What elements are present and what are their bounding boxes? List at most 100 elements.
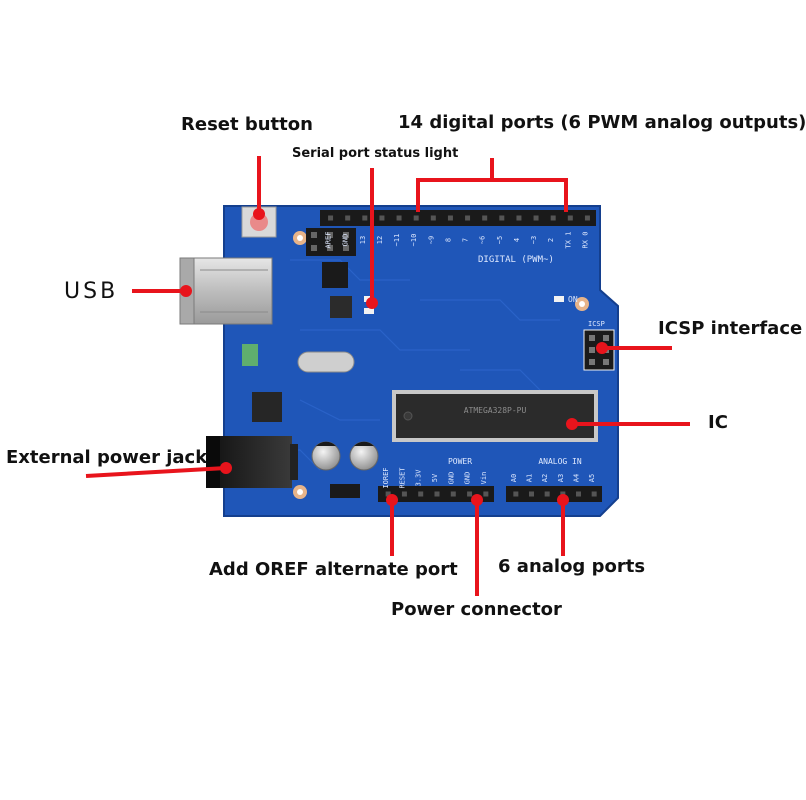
pin-label: 7 (462, 238, 470, 242)
header-pin (513, 491, 519, 497)
power-pin-labels: IOREF RESET 3.3V 5V GND GND Vin (382, 467, 488, 489)
pin-label: 3.3V (415, 469, 423, 487)
label-power-jack: External power jack (6, 447, 208, 468)
pin-label: 2 (547, 238, 555, 242)
pin-label: A1 (526, 474, 534, 482)
label-power-connector: Power connector (391, 599, 562, 620)
pin-label: 12 (376, 236, 384, 244)
header-pin (447, 215, 453, 221)
pcb-traces (250, 259, 560, 471)
header-pin (544, 491, 550, 497)
diode-component (330, 484, 360, 498)
usb-interface-chip (330, 296, 352, 318)
mounting-holes (293, 231, 589, 499)
header-pin (591, 491, 597, 497)
pin-label: GND (342, 234, 350, 247)
usb-icsp-header (306, 228, 356, 288)
pin-label: GND (464, 472, 472, 485)
usb-connector (179, 257, 273, 325)
header-pin (430, 215, 436, 221)
pin-label: RX 0 (581, 232, 589, 249)
pin-label: Vin (480, 472, 488, 485)
fuse-component (242, 344, 258, 366)
header-pin (362, 215, 368, 221)
pin-label: A3 (557, 474, 565, 482)
capacitors (311, 441, 379, 471)
header-pin (450, 491, 456, 497)
power-title: POWER (448, 457, 472, 466)
header-pin (482, 215, 488, 221)
pin-label: 4 (513, 238, 521, 242)
pin-label: RESET (398, 467, 406, 489)
icsp-title: ICSP (588, 320, 605, 328)
pin-label: A4 (573, 474, 581, 482)
header-pin (385, 491, 391, 497)
header-pin (401, 491, 407, 497)
voltage-regulator (252, 392, 282, 422)
power-header-pins (385, 491, 489, 497)
pin-label: 13 (359, 236, 367, 244)
pin-label: ~10 (410, 234, 418, 247)
pin-label: A2 (541, 474, 549, 482)
pin-label: ~9 (427, 236, 435, 244)
on-led-label: ON (568, 295, 578, 304)
label-analog-ports: 6 analog ports (498, 556, 646, 577)
label-serial-light: Serial port status light (292, 146, 459, 161)
header-pin (584, 215, 590, 221)
header-pin (328, 215, 334, 221)
label-icsp: ICSP interface (658, 318, 803, 339)
pin-label: ~6 (479, 236, 487, 244)
label-usb: USB (64, 279, 119, 304)
digital-title: DIGITAL (PWM~) (478, 255, 554, 265)
pin-label: AREF (325, 232, 333, 249)
header-pin (483, 491, 489, 497)
header-pin (567, 215, 573, 221)
pin-label: 5V (431, 473, 439, 482)
pin-label: GND (447, 472, 455, 485)
label-digital-ports: 14 digital ports (6 PWM analog outputs) (398, 112, 806, 133)
header-pin (418, 491, 424, 497)
header-pin (465, 215, 471, 221)
annotation-lines (85, 156, 690, 596)
digital-header-pins (328, 215, 590, 221)
header-pin (413, 215, 419, 221)
pin-label: ~3 (530, 236, 538, 244)
analog-title: ANALOG IN (538, 457, 582, 466)
reset-button-component (241, 206, 277, 238)
label-ic: IC (708, 412, 728, 433)
header-pin (533, 215, 539, 221)
header-pin (550, 215, 556, 221)
header-pin (467, 491, 473, 497)
pin-label: 8 (444, 238, 452, 242)
label-reset-button: Reset button (181, 114, 313, 135)
analog-header-pins (513, 491, 597, 497)
header-pin (345, 215, 351, 221)
header-pin (576, 491, 581, 497)
label-oref: Add OREF alternate port (209, 559, 458, 580)
annotation-dots (180, 208, 608, 506)
header-pin (516, 215, 522, 221)
digital-header (320, 210, 596, 226)
header-pin (560, 491, 566, 497)
atmega-chip: ATMEGA328P-PU (392, 390, 598, 442)
header-pin (379, 215, 385, 221)
crystal-oscillator (297, 351, 355, 373)
power-jack-component (206, 436, 298, 488)
pin-label: IOREF (382, 467, 390, 488)
header-pin (396, 215, 402, 221)
header-pin (529, 491, 534, 497)
digital-pin-labels: AREF GND 13 12 ~11 ~10 ~9 8 7 ~6 ~5 4 ~3 2 TX 1 RX 0 (325, 232, 590, 249)
power-jack-pointer (85, 466, 227, 478)
header-pin (434, 491, 440, 497)
pin-label: TX 1 (564, 232, 572, 249)
pin-label: A5 (588, 474, 596, 482)
analog-header (506, 486, 602, 502)
chip-marking: ATMEGA328P-PU (464, 406, 527, 415)
pin-label: ~11 (393, 234, 401, 247)
analog-pin-labels: A0 A1 A2 A3 A4 A5 (510, 474, 596, 482)
pin-label: ~5 (496, 236, 504, 244)
pin-label: A0 (510, 474, 518, 482)
header-pin (499, 215, 505, 221)
digital-bracket (416, 158, 568, 212)
